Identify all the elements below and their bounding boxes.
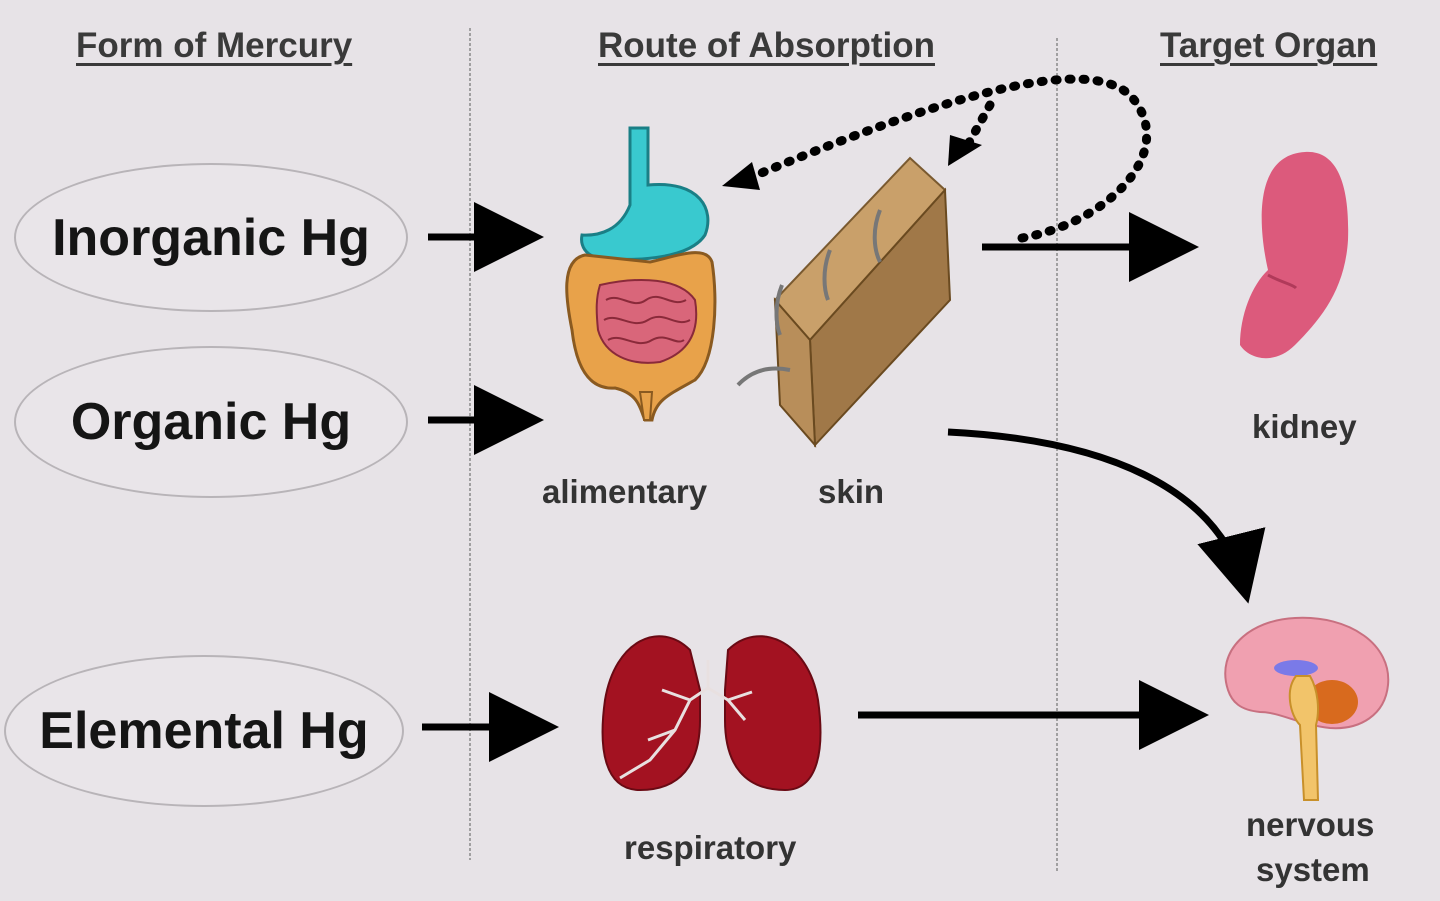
target-system-label: system xyxy=(1256,851,1370,888)
header-route-of-absorption: Route of Absorption xyxy=(598,26,935,65)
form-inorganic-label: Inorganic Hg xyxy=(52,208,370,267)
skin-block-icon xyxy=(736,156,952,448)
target-kidney-label: kidney xyxy=(1252,408,1357,445)
lungs-icon xyxy=(601,635,822,792)
form-elemental-hg: Elemental Hg xyxy=(4,655,404,807)
brain-icon xyxy=(1224,616,1390,801)
target-nervous-label: nervous xyxy=(1246,806,1375,843)
form-elemental-label: Elemental Hg xyxy=(39,702,369,760)
stomach-intestine-icon xyxy=(565,126,717,422)
arrow-skin-to-nervous-system xyxy=(947,428,1266,604)
form-organic-hg: Organic Hg xyxy=(14,346,408,498)
route-skin-label: skin xyxy=(818,473,885,510)
kidney-icon xyxy=(1240,151,1349,359)
dotted-arrow-head-to-skin xyxy=(948,135,982,166)
header-form-of-mercury: Form of Mercury xyxy=(76,26,353,65)
form-inorganic-hg: Inorganic Hg xyxy=(14,163,408,312)
header-target-organ: Target Organ xyxy=(1160,26,1378,65)
dotted-arrow-recirculation xyxy=(735,74,1152,243)
route-respiratory-label: respiratory xyxy=(624,829,797,866)
form-organic-label: Organic Hg xyxy=(70,393,352,451)
dotted-arrow-head-to-alimentary xyxy=(722,162,760,190)
route-alimentary-label: alimentary xyxy=(542,473,708,510)
